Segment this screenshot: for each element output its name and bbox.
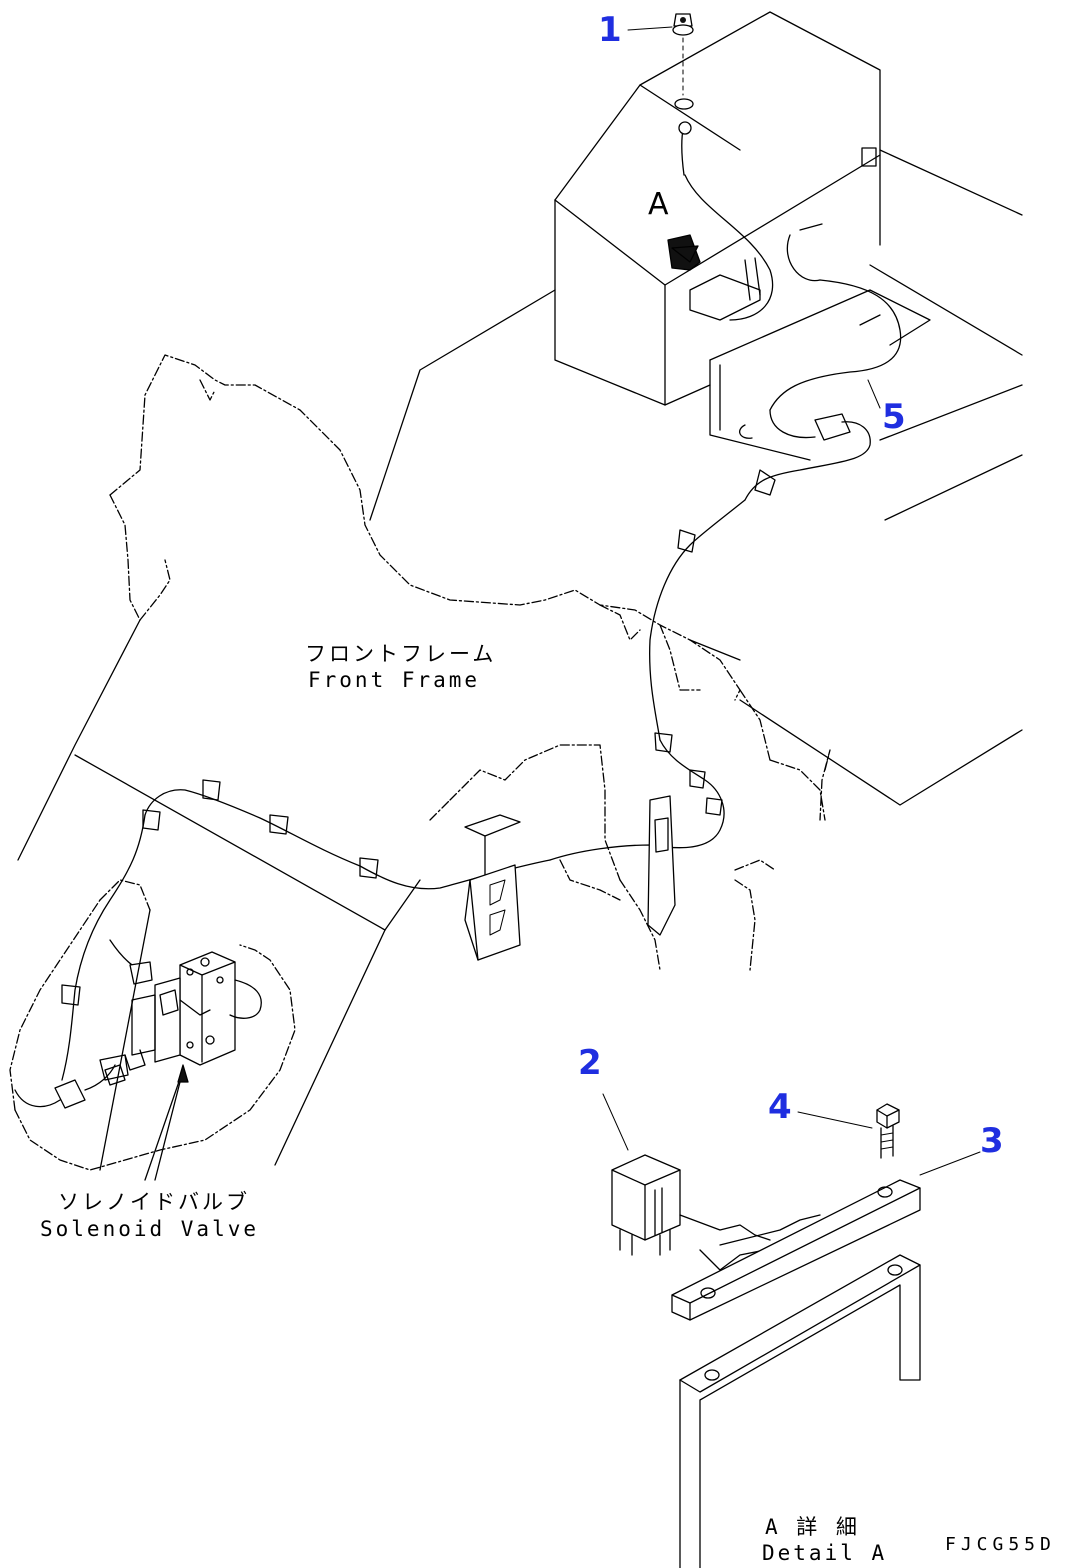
wiring-harness — [14, 174, 902, 1109]
solenoid-valve — [99, 951, 262, 1081]
front-frame-outline — [9, 354, 831, 1171]
solenoid-valve-label-en: Solenoid Valve — [40, 1217, 260, 1241]
detail-a-bracket — [671, 1179, 921, 1321]
detail-a-label-jp: A 詳 細 — [765, 1515, 860, 1539]
view-a-label: A — [648, 187, 669, 222]
leader-lines — [602, 26, 981, 1176]
front-frame-label-jp: フロントフレーム — [305, 642, 497, 666]
callout-1: 1 — [598, 10, 622, 50]
item-1-plug — [672, 13, 694, 176]
detail-a-relay — [611, 1154, 771, 1271]
detail-a-bolt — [876, 1103, 900, 1159]
detail-a-label-en: Detail A — [762, 1541, 888, 1565]
callout-4: 4 — [768, 1087, 792, 1127]
callout-5: 5 — [882, 397, 906, 437]
brake-pedals — [464, 795, 676, 961]
callout-3: 3 — [980, 1121, 1004, 1161]
solenoid-pointer — [144, 1064, 189, 1181]
solenoid-valve-label-jp: ソレノイドバルブ — [58, 1190, 250, 1214]
view-a-arrow — [667, 234, 701, 271]
drawing-code: FJCG55D — [945, 1534, 1056, 1555]
callout-2: 2 — [578, 1043, 602, 1083]
frame-lines — [17, 289, 1023, 1171]
cab-structure — [554, 11, 1023, 521]
front-frame-label-en: Front Frame — [308, 668, 481, 692]
detail-a-frame — [679, 1254, 921, 1568]
